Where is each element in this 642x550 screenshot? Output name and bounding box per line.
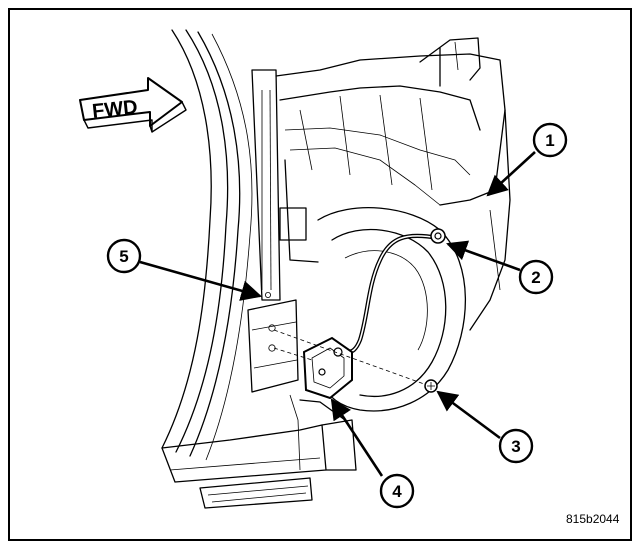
latch-cable bbox=[345, 233, 441, 355]
callout-4: 4 bbox=[379, 473, 415, 509]
callout-2: 2 bbox=[518, 259, 554, 295]
vehicle-body-panel bbox=[161, 29, 511, 509]
callout-3: 3 bbox=[498, 428, 534, 464]
grommet-part bbox=[430, 228, 446, 244]
screw-part bbox=[424, 379, 438, 393]
leader-line-4 bbox=[330, 398, 384, 477]
callout-number-4: 4 bbox=[392, 482, 402, 501]
callout-5: 5 bbox=[106, 238, 142, 274]
callout-number-1: 1 bbox=[545, 131, 554, 150]
callout-number-3: 3 bbox=[511, 437, 520, 456]
leader-line-3 bbox=[436, 390, 501, 440]
leader-line-5 bbox=[139, 260, 263, 301]
callout-number-5: 5 bbox=[119, 247, 128, 266]
callout-number-2: 2 bbox=[531, 268, 540, 287]
leader-line-2 bbox=[446, 240, 521, 272]
latch-part bbox=[302, 336, 353, 400]
fwd-arrow-icon bbox=[79, 77, 187, 133]
alignment-lines bbox=[273, 329, 425, 385]
leader-arrows bbox=[139, 151, 536, 477]
leader-line-1 bbox=[486, 151, 536, 197]
callout-1: 1 bbox=[532, 122, 568, 158]
fwd-label: FWD bbox=[91, 96, 139, 123]
figure-code: 815b2044 bbox=[566, 512, 620, 526]
